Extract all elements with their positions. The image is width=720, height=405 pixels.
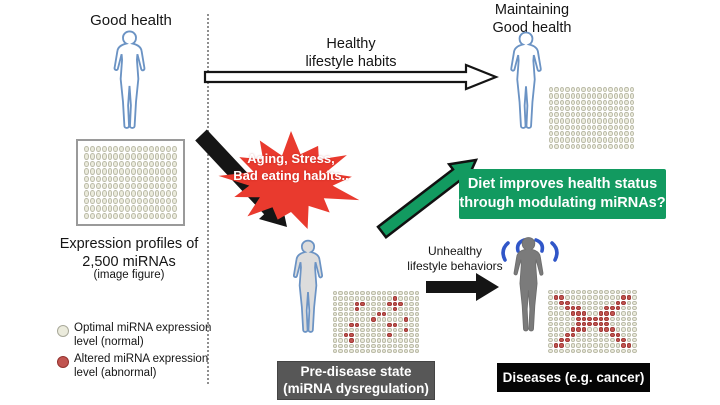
diseases-box: Diseases (e.g. cancer) <box>497 363 650 392</box>
starburst-shape <box>218 131 360 229</box>
unhealthy-behaviors-arrow <box>426 273 499 301</box>
altered-dot-icon <box>57 356 69 368</box>
legend-optimal-label: Optimal miRNA expression level (normal) <box>74 322 212 348</box>
maintaining-good-health-label: Maintaining Good health <box>492 2 572 36</box>
mirna-dot-grid-predisease <box>333 291 419 353</box>
predisease-state-box: Pre-disease state (miRNA dysregulation) <box>277 361 435 400</box>
predisease-person-figure <box>292 239 324 333</box>
mirna-dot-grid-disease <box>548 290 637 353</box>
image-figure-label: (image figure) <box>93 269 165 281</box>
aging-stress-label: Aging, Stress, Bad eating habits.. <box>233 151 349 183</box>
unhealthy-behaviors-label: Unhealthy lifestyle behaviors <box>407 244 503 273</box>
healthy-person-figure <box>113 30 146 129</box>
diseased-person-figure <box>513 237 544 332</box>
maintained-person-figure <box>510 31 542 129</box>
diseases-label: Diseases (e.g. cancer) <box>502 370 645 385</box>
expression-profiles-label: Expression profiles of 2,500 miRNAs <box>59 236 199 270</box>
mirna-dot-grid-baseline <box>84 146 177 219</box>
microarray-chip-frame <box>76 139 185 226</box>
healthy-habits-label: Healthy lifestyle habits <box>305 36 397 70</box>
predisease-state-label: Pre-disease state (miRNA dysregulation) <box>283 363 429 396</box>
optimal-dot-icon <box>57 325 69 337</box>
diet-question-box: Diet improves health status through modu… <box>459 169 666 219</box>
legend-altered-label: Altered miRNA expression level (abnormal… <box>74 353 209 379</box>
section-divider-dotted-line <box>207 14 209 384</box>
good-health-label: Good health <box>90 12 172 29</box>
diet-question-label: Diet improves health status through modu… <box>459 176 666 211</box>
mirna-dot-grid-maintained <box>549 87 634 149</box>
healthy-habits-arrow <box>203 63 499 91</box>
